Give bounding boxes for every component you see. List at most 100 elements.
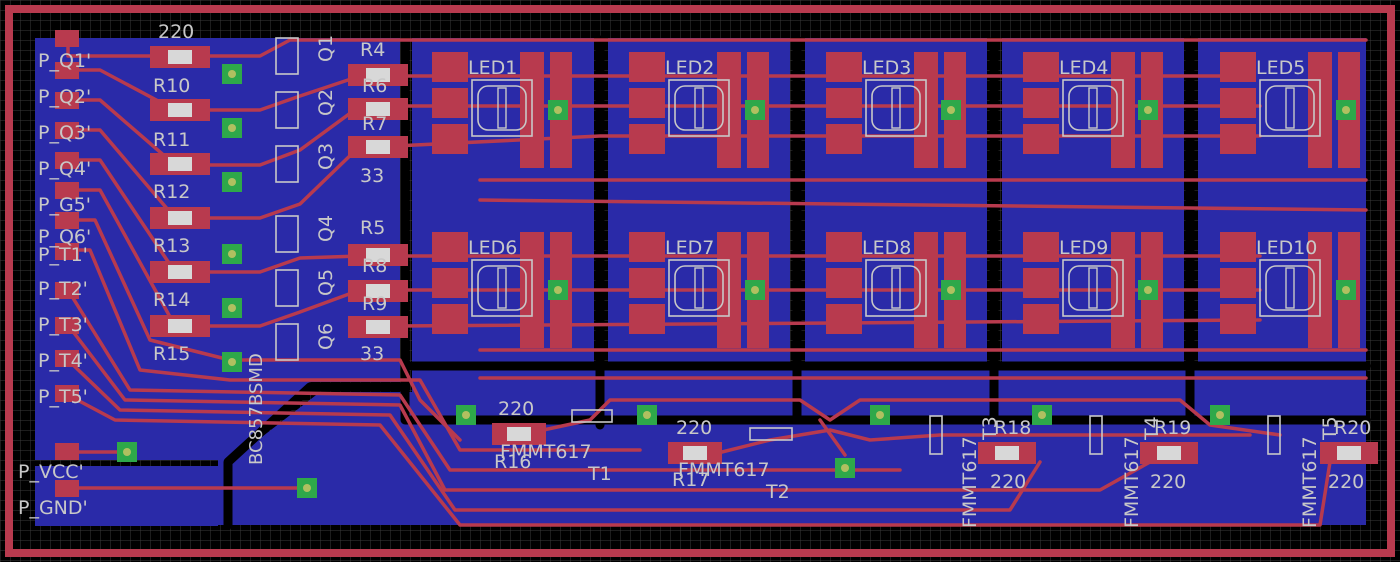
led-die	[891, 267, 901, 309]
led-label-1: LED1	[468, 57, 517, 79]
resistor-label-r12: R12	[153, 181, 190, 203]
led-lens	[871, 265, 921, 311]
r17-name: R17	[672, 469, 709, 491]
connector-label-q3: P_Q3'	[38, 122, 91, 144]
resistor-label-r9: R9	[362, 293, 387, 315]
via-hole	[1144, 106, 1152, 114]
led-die	[497, 267, 507, 309]
via-hole	[876, 411, 884, 419]
via-14	[941, 280, 961, 300]
led-pad	[1220, 232, 1256, 262]
connector-label-q6: P_Q6'	[38, 226, 91, 248]
led-pad	[1023, 304, 1059, 334]
t4-name: T4	[1141, 416, 1163, 441]
bottom-parts	[492, 409, 1378, 464]
resistor-label-r14: R14	[153, 289, 190, 311]
resistor-label-r10: R10	[153, 75, 190, 97]
led-lens	[477, 85, 527, 131]
led-label-4: LED4	[1059, 57, 1108, 79]
via-hole	[947, 286, 955, 294]
led-die	[694, 87, 704, 129]
t5-name: T5	[1319, 416, 1341, 441]
led-label-9: LED9	[1059, 237, 1108, 259]
led-pad	[432, 52, 468, 82]
via-hole	[947, 106, 955, 114]
led-pad	[1220, 52, 1256, 82]
via-hole	[228, 304, 236, 312]
via-8	[745, 100, 765, 120]
via-11	[1336, 100, 1356, 120]
q-label-5: Q5	[315, 269, 337, 296]
r16-name: R16	[494, 451, 531, 473]
r17-value: 220	[676, 417, 712, 439]
r18-name: R18	[994, 417, 1031, 439]
led-outline	[1259, 259, 1321, 317]
via-hole	[1216, 411, 1224, 419]
left-resistors	[150, 46, 210, 337]
resistor-label-r7: R7	[362, 113, 387, 135]
via-20	[637, 405, 657, 425]
led-lens	[1068, 265, 1118, 311]
t1-name: T1	[587, 463, 612, 485]
led-lens	[477, 265, 527, 311]
led-label-10: LED10	[1256, 237, 1317, 259]
resistor-label-r13: R13	[153, 235, 190, 257]
via-hole	[643, 411, 651, 419]
led-outline	[668, 79, 730, 137]
via-3	[222, 172, 242, 192]
via-1	[222, 64, 242, 84]
led-pad	[629, 304, 665, 334]
led-lens	[674, 265, 724, 311]
connector-label-gnd: P_GND'	[18, 497, 88, 519]
led-pad	[1023, 88, 1059, 118]
led-pad	[432, 304, 468, 334]
connector-label-t1: P_T1'	[38, 244, 88, 266]
via-22	[870, 405, 890, 425]
resistor-label-r8: R8	[362, 255, 387, 277]
q-label-4: Q4	[315, 215, 337, 242]
vias	[117, 64, 1356, 498]
led-footprint-4	[1023, 52, 1163, 168]
via-9	[941, 100, 961, 120]
r18-value: 220	[990, 471, 1026, 493]
led-die	[1285, 87, 1295, 129]
led-pad	[629, 124, 665, 154]
resistor-label-r11: R11	[153, 129, 190, 151]
connector-label-t2: P_T2'	[38, 278, 88, 300]
led-pad	[826, 304, 862, 334]
led-outline	[1062, 259, 1124, 317]
connector-label-t3: P_T3'	[38, 314, 88, 336]
led-lens	[871, 85, 921, 131]
led-pad	[1220, 268, 1256, 298]
via-19	[456, 405, 476, 425]
led-label-8: LED8	[862, 237, 911, 259]
via-hole	[1342, 286, 1350, 294]
led-die	[891, 87, 901, 129]
led-pad	[1023, 52, 1059, 82]
led-pad	[432, 88, 468, 118]
via-17	[117, 442, 137, 462]
via-23	[1032, 405, 1052, 425]
r19-value: 220	[1150, 471, 1186, 493]
led-lens	[1265, 265, 1315, 311]
connector-label-t4: P_T4'	[38, 350, 88, 372]
r20-name: R20	[1334, 417, 1371, 439]
led-pad	[432, 268, 468, 298]
q-label-1: Q1	[315, 35, 337, 62]
resistor-label-r5: R5	[360, 217, 385, 239]
via-hole	[228, 250, 236, 258]
via-hole	[554, 106, 562, 114]
led-pad	[1220, 88, 1256, 118]
led-die	[497, 87, 507, 129]
q-label-2: Q2	[315, 89, 337, 116]
led-footprint-8	[826, 232, 966, 348]
led-lens	[1265, 85, 1315, 131]
t2-part: FMMT617	[678, 459, 770, 481]
q-label-6: Q6	[315, 323, 337, 350]
board-outline	[5, 5, 1395, 557]
via-hole	[462, 411, 470, 419]
via-hole	[1342, 106, 1350, 114]
led-pad	[629, 268, 665, 298]
led-pad	[629, 88, 665, 118]
